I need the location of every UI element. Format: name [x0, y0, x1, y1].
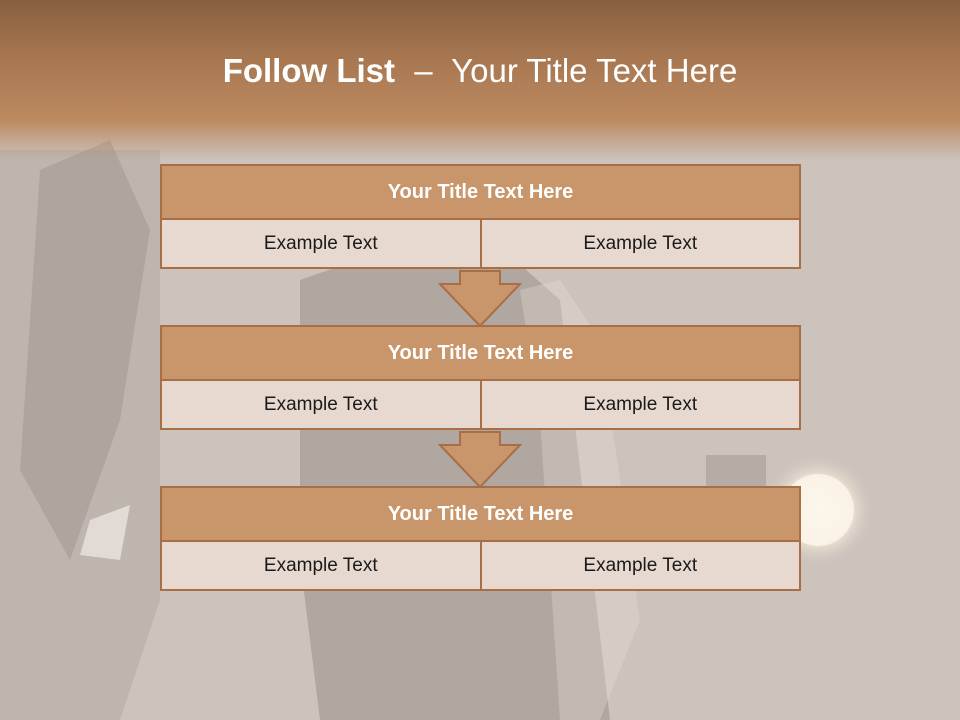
list-block-3: Your Title Text Here Example Text Exampl… [160, 486, 801, 591]
down-arrow-icon [438, 270, 522, 328]
slide-title: Follow List – Your Title Text Here [0, 52, 960, 102]
title-dash: – [414, 52, 433, 89]
block-cell-right: Example Text [481, 542, 801, 591]
block-cell-left: Example Text [160, 220, 482, 269]
block-title: Your Title Text Here [160, 164, 801, 220]
block-cell-left: Example Text [160, 542, 482, 591]
title-bold: Follow List [222, 52, 396, 89]
block-row: Example Text Example Text [160, 542, 801, 591]
block-cell-right: Example Text [481, 381, 801, 430]
title-rest: Your Title Text Here [451, 52, 738, 89]
block-cell-right: Example Text [481, 220, 801, 269]
list-block-2: Your Title Text Here Example Text Exampl… [160, 325, 801, 430]
block-row: Example Text Example Text [160, 220, 801, 269]
block-title: Your Title Text Here [160, 486, 801, 542]
block-cell-left: Example Text [160, 381, 482, 430]
down-arrow-icon [438, 431, 522, 489]
block-title: Your Title Text Here [160, 325, 801, 381]
header-banner [0, 0, 960, 160]
list-block-1: Your Title Text Here Example Text Exampl… [160, 164, 801, 269]
block-row: Example Text Example Text [160, 381, 801, 430]
